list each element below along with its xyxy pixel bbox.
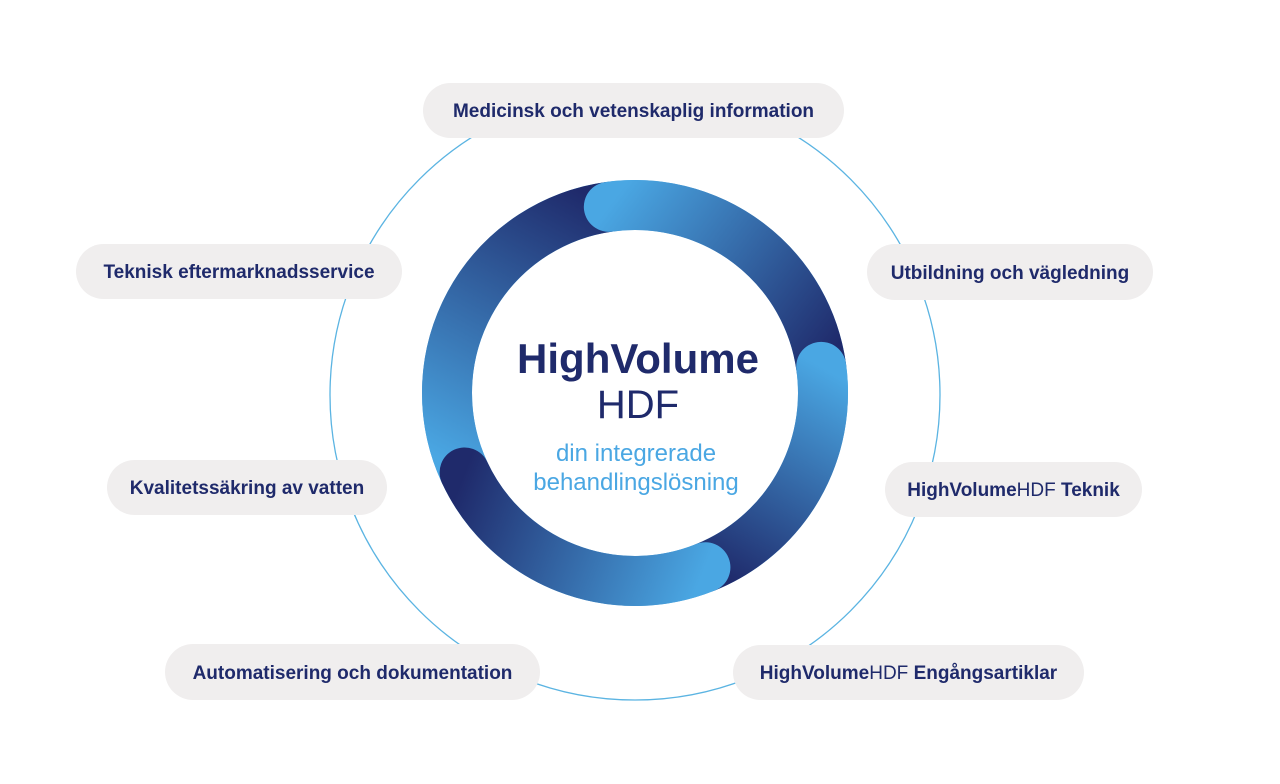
center-title-bold: HighVolume — [517, 335, 759, 382]
ring-segment — [439, 447, 731, 606]
pill-training-guidance-bg — [867, 244, 1153, 300]
pill-water-quality[interactable]: Kvalitetssäkring av vatten — [107, 460, 387, 515]
pill-training-guidance-label: Utbildning och vägledning — [891, 263, 1130, 284]
pill-hvhdf-technology-label: HighVolumeHDF Teknik — [907, 480, 1120, 501]
pill-automation-documentation-label: Automatisering och dokumentation — [193, 663, 513, 684]
pill-automation-documentation-bg — [165, 644, 540, 700]
pill-medical-information-label: Medicinsk och vetenskaplig information — [453, 101, 814, 122]
pill-automation-documentation[interactable]: Automatisering och dokumentation — [165, 644, 540, 700]
pill-hvhdf-technology-suffix: Teknik — [1056, 480, 1120, 501]
pill-water-quality-bg — [107, 460, 387, 515]
pill-hvhdf-technology-brand-bold: HighVolume — [907, 480, 1016, 501]
pill-hvhdf-disposables-label: HighVolumeHDF Engångsartiklar — [760, 663, 1058, 684]
ring-segment — [422, 181, 634, 498]
ring-segment — [583, 180, 847, 392]
pill-hvhdf-technology-bg — [885, 462, 1142, 517]
pill-water-quality-label: Kvalitetssäkring av vatten — [130, 478, 364, 499]
center-disc — [473, 231, 797, 555]
pill-technical-aftermarket[interactable]: Teknisk eftermarknadsservice — [76, 244, 402, 299]
pill-medical-information[interactable]: Medicinsk och vetenskaplig information — [423, 83, 844, 138]
pill-medical-information-bg — [423, 83, 844, 138]
central-ring — [422, 180, 848, 606]
pill-hvhdf-disposables-bg — [733, 645, 1084, 700]
pill-hvhdf-technology-brand-light: HDF — [1017, 480, 1056, 501]
pill-hvhdf-disposables[interactable]: HighVolumeHDF Engångsartiklar — [733, 645, 1084, 700]
center-tagline-line2: behandlingslösning — [533, 469, 739, 496]
pill-hvhdf-disposables-brand-bold: HighVolume — [760, 663, 869, 684]
pill-hvhdf-disposables-suffix: Engångsartiklar — [908, 663, 1057, 684]
center-tagline-line1: din integrerade — [556, 440, 716, 467]
pill-hvhdf-disposables-brand-light: HDF — [869, 663, 908, 684]
pill-technical-aftermarket-bg — [76, 244, 402, 299]
pill-hvhdf-technology[interactable]: HighVolumeHDF Teknik — [885, 462, 1142, 517]
ring-segment — [680, 341, 848, 593]
center-title-light: HDF — [597, 383, 679, 427]
pill-training-guidance[interactable]: Utbildning och vägledning — [867, 244, 1153, 300]
pill-technical-aftermarket-label: Teknisk eftermarknadsservice — [103, 262, 374, 283]
